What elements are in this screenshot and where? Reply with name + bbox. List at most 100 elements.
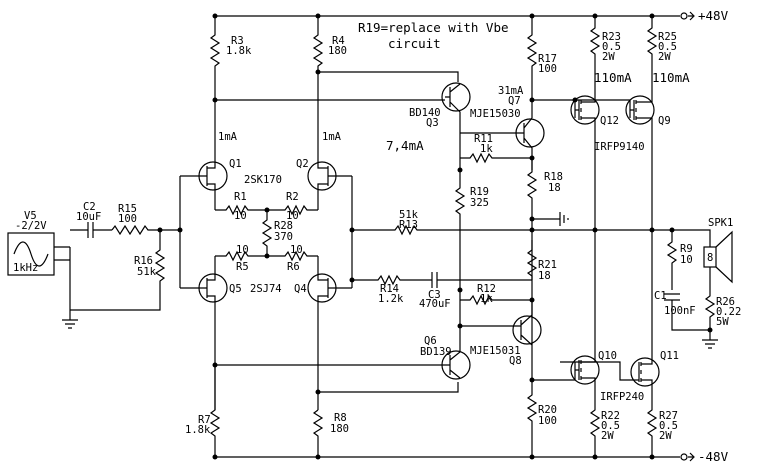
p-out-part: IRFP9140: [594, 141, 645, 153]
resistor-r9: [666, 230, 678, 290]
r23-ref: R23: [602, 31, 621, 43]
spk1-value: 8: [707, 252, 713, 264]
r28-value: 370: [274, 231, 293, 243]
r27-value: 0.5: [659, 420, 678, 432]
q8-part: MJE15031: [470, 345, 521, 357]
r22-power: 2W: [601, 430, 614, 442]
pair-n-part: 2SK170: [244, 174, 282, 186]
r8-value: 180: [330, 423, 349, 435]
q6-emitter-wire: [318, 382, 459, 393]
r17-ref: R17: [538, 53, 557, 65]
resistor-r26: [704, 290, 716, 340]
negative-rail: [215, 452, 695, 462]
transistor-q5: [198, 256, 228, 410]
q9-label: Q9: [658, 115, 671, 127]
r26-ref: R26: [716, 296, 735, 308]
capacitor-c3: [431, 272, 532, 288]
r14-value: 1.2k: [378, 293, 404, 305]
r25-ref: R25: [658, 31, 677, 43]
capacitor-c2: [70, 222, 112, 238]
resistor-r16: [70, 227, 166, 311]
r16-value: 51k: [137, 266, 157, 278]
r21-ref: R21: [538, 259, 557, 271]
resistor-r27: [646, 400, 658, 460]
resistor-r13: [352, 224, 680, 236]
r19-value: 325: [470, 197, 489, 209]
r23-power: 2W: [602, 51, 615, 63]
transistor-q11: [630, 230, 660, 400]
resistor-r22: [589, 400, 601, 460]
r15-ref: R15: [118, 203, 137, 215]
resistor-r4: [312, 13, 324, 160]
r14-ref: R14: [380, 283, 399, 295]
r5-ref: R5: [236, 261, 249, 273]
speaker-spk1: [680, 229, 733, 290]
r12-value: 1k: [480, 293, 493, 305]
r3-value: 1.8k: [226, 45, 252, 57]
r26-value: 0.22: [716, 306, 741, 318]
q3-part: BD140: [409, 107, 441, 119]
transistor-q1: [198, 160, 228, 210]
transistor-q10: [570, 230, 600, 400]
resistor-r17: [526, 13, 538, 118]
transistor-q7: [460, 117, 545, 170]
pair-p-part: 2SJ74: [250, 283, 282, 295]
q3-label: Q3: [426, 117, 439, 129]
q1-label: Q1: [229, 158, 242, 170]
r9-ref: R9: [680, 243, 693, 255]
r22-ref: R22: [601, 410, 620, 422]
r9-value: 10: [680, 254, 693, 266]
r11-ref: R11: [474, 133, 493, 145]
positive-rail-label: +48V: [698, 8, 729, 23]
c2-ref: C2: [83, 201, 96, 213]
q5-label: Q5: [229, 283, 242, 295]
q6-label: Q6: [424, 335, 437, 347]
r28-ref: R28: [274, 220, 293, 232]
r25-value: 0.5: [658, 41, 677, 53]
n-out-part: IRFP240: [600, 391, 644, 403]
r27-ref: R27: [659, 410, 678, 422]
transistor-q9: [625, 60, 655, 230]
r2-value: 10: [286, 210, 299, 222]
spk1-ref: SPK1: [708, 217, 733, 229]
r4-value: 180: [328, 45, 347, 57]
r18-ref: R18: [544, 171, 563, 183]
transistor-q2: [307, 160, 352, 210]
c2-value: 10uF: [76, 211, 101, 223]
q2-label: Q2: [296, 158, 309, 170]
transistor-q6: [441, 290, 471, 380]
positive-rail: [215, 11, 695, 21]
ground-symbol-output: [532, 212, 569, 226]
source-freq: 1kHz: [13, 262, 38, 274]
q7-part: MJE15030: [470, 108, 521, 120]
r21-value: 18: [538, 270, 551, 282]
r18-value: 18: [548, 182, 561, 194]
r4-ref: R4: [332, 35, 345, 47]
resistor-r25: [646, 13, 658, 60]
r7-ref: R7: [198, 414, 211, 426]
r8-ref: R8: [334, 412, 347, 424]
c1-ref: C1: [654, 290, 667, 302]
resistor-r28: [261, 210, 273, 259]
design-note-line2: circuit: [388, 36, 441, 51]
r13-value: 51k: [399, 209, 419, 221]
negative-rail-label: -48V: [698, 449, 729, 464]
source-value: -2/2V: [15, 220, 47, 232]
resistor-r23: [589, 13, 601, 60]
q1-current: 1mA: [218, 131, 238, 143]
r13-ref: R13: [399, 219, 418, 231]
r27-power: 2W: [659, 430, 672, 442]
q6-part: BD139: [420, 346, 452, 358]
transistor-q12: [570, 60, 600, 230]
q3-emitter-wire: [318, 71, 459, 82]
q2-current: 1mA: [322, 131, 342, 143]
r6-value: 10: [290, 244, 303, 256]
resistor-r7: [209, 362, 221, 460]
q12-current: 110mA: [594, 70, 632, 85]
design-note-line1: R19=replace with Vbe: [358, 20, 509, 35]
r26-power: 5W: [716, 316, 729, 328]
r11-value: 1k: [480, 143, 493, 155]
r20-ref: R20: [538, 404, 557, 416]
resistor-r21: [526, 240, 538, 345]
